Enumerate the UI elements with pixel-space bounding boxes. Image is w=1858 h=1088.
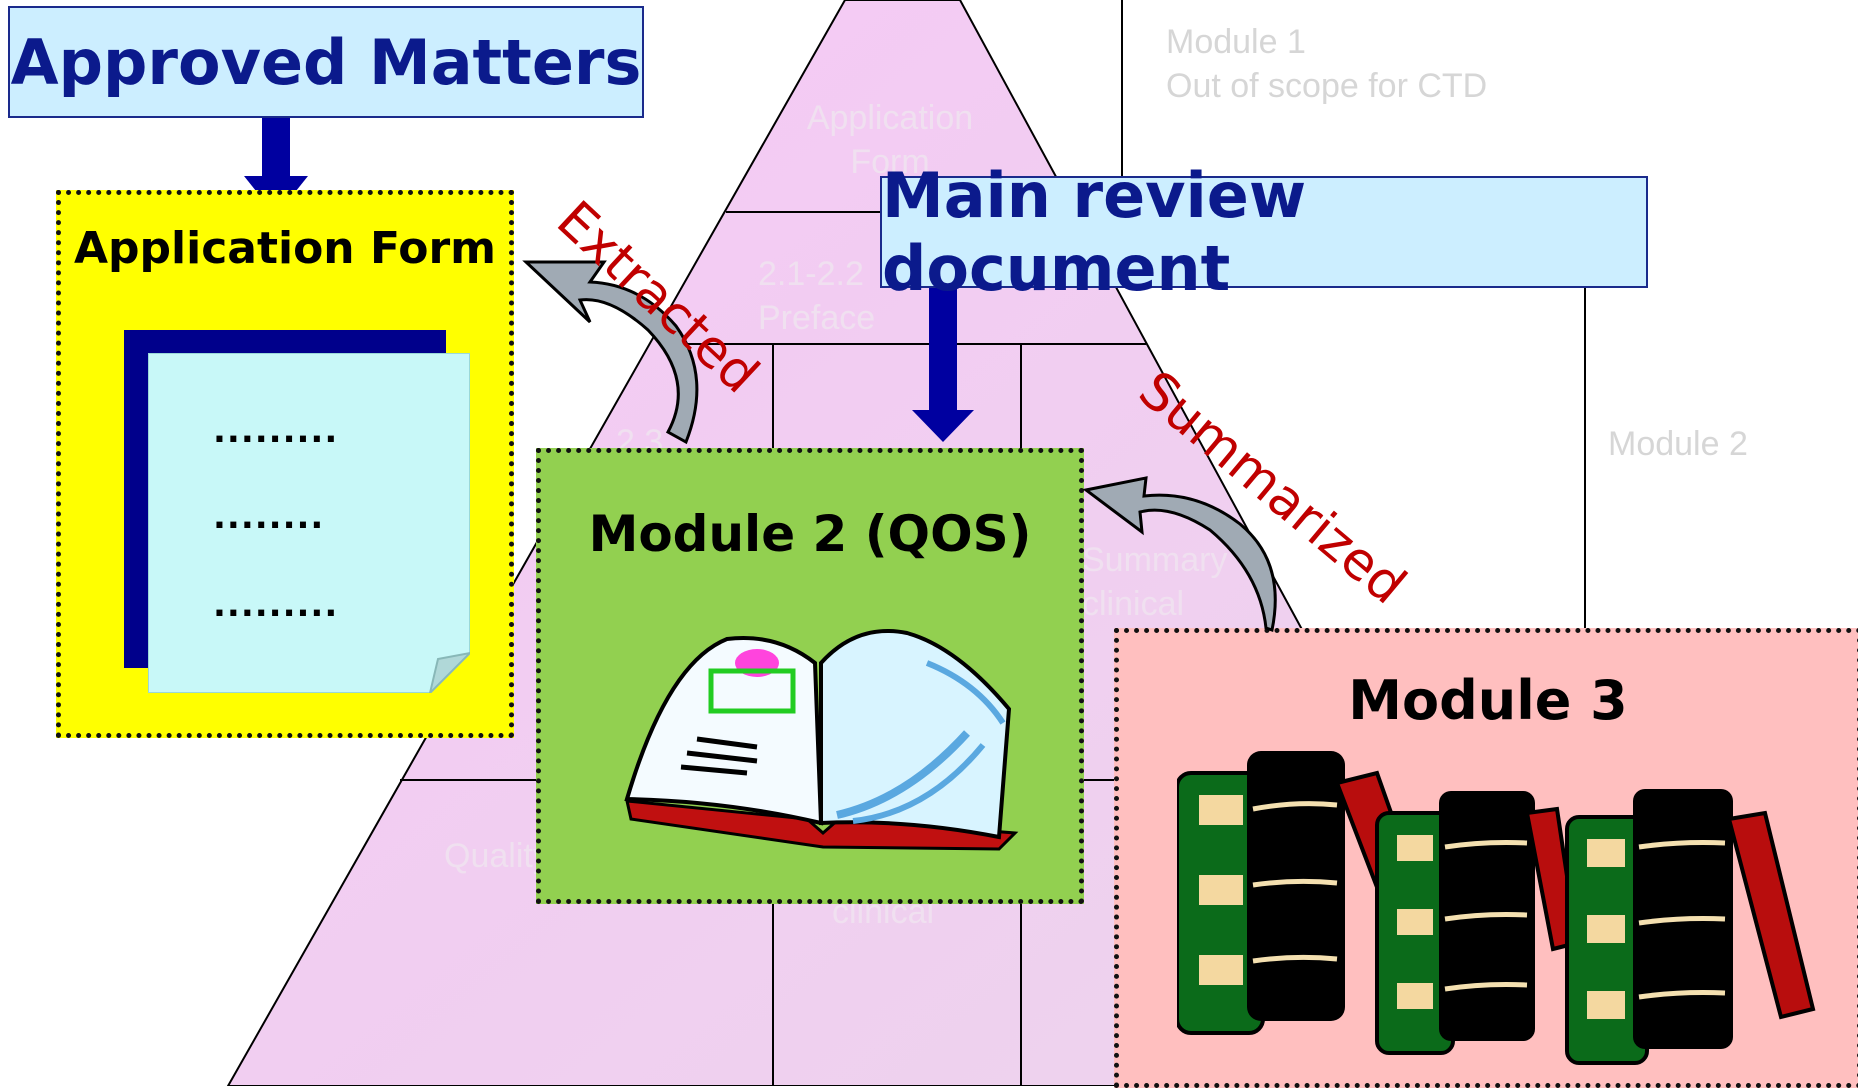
open-book-icon — [624, 629, 1019, 851]
application-form-background-text: Application Form — [806, 99, 974, 181]
module1-background-text: Module 1 Out of scope for CTD — [1166, 23, 1488, 105]
book-black-3 — [1633, 789, 1733, 1049]
book-red-3 — [1726, 810, 1816, 1020]
module3-title: Module 3 — [1348, 669, 1628, 732]
quality-background-text: Quality — [444, 837, 550, 875]
book-black-2 — [1439, 791, 1535, 1041]
main-review-document-label: Main review document — [880, 159, 1648, 305]
books-icon — [1177, 751, 1816, 1065]
module2-qos-title: Module 2 (QOS) — [588, 505, 1032, 563]
main-review-down-arrow — [912, 286, 974, 442]
preface-background-text: 2.1-2.2 Preface — [758, 255, 876, 337]
module2-qos-panel: Module 2 (QOS) — [536, 448, 1084, 904]
book-black-1 — [1247, 751, 1345, 1021]
form-line-2: ........ — [213, 497, 325, 537]
document-icon — [148, 353, 470, 693]
form-line-3: ......... — [213, 585, 339, 625]
approved-matters-label: Approved Matters — [8, 6, 644, 118]
form-line-1: ......... — [213, 411, 339, 451]
module3-panel: Module 3 — [1114, 628, 1858, 1088]
book-green-1 — [1177, 771, 1265, 1035]
book-green-3 — [1565, 815, 1649, 1065]
module2-background-text: Module 2 — [1608, 425, 1748, 463]
application-form-panel: Application Form ......... ........ ....… — [56, 190, 514, 738]
application-form-title: Application Form — [73, 223, 497, 274]
